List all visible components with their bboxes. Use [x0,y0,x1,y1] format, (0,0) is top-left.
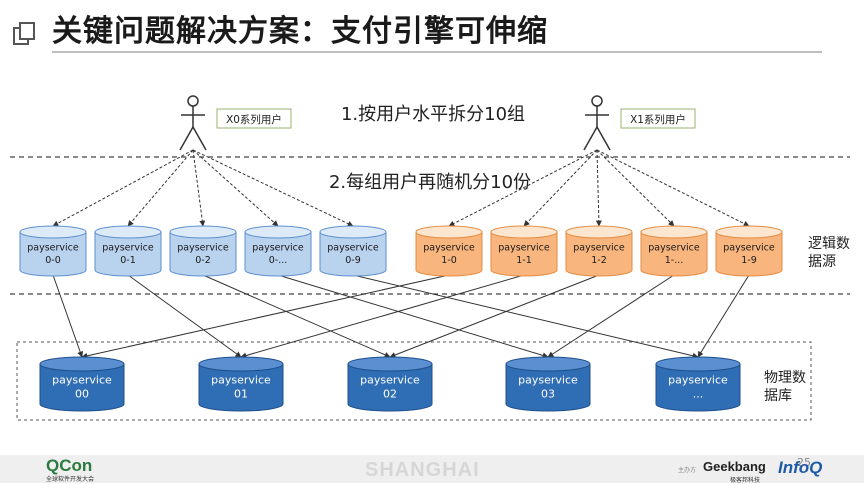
node-name-label: payservice [648,242,700,253]
title-divider [52,51,822,53]
user-x0-edge-4 [192,149,354,227]
node-name-label: payservice [177,242,229,253]
logical-db-0-...: payservice 0-... [244,225,312,277]
page-number: 25 [797,456,811,469]
qcon-subtitle: 全球软件开发大会 [46,476,95,483]
logical-db-0-0: payservice 0-0 [19,225,87,277]
mapping-edge-5 [81,274,450,359]
node-id-label: 1-9 [741,255,757,266]
node-id-label: 0-0 [45,255,61,266]
node-name-label: payservice [723,242,775,253]
user-x0-edge-1 [127,149,194,227]
logical-db-1-...: payservice 1-... [640,225,708,277]
node-name-label: payservice [252,242,304,253]
user-x1-edge-2 [595,149,602,227]
node-id-label: 1-... [665,255,684,266]
city-watermark: SHANGHAI [365,459,480,481]
footer-bar [0,455,864,483]
physical-db-frame [16,341,812,421]
user-x0-edge-3 [192,149,279,227]
mapping-edge-7 [389,274,600,358]
node-name-label: payservice [211,374,271,387]
copy-icon [12,20,38,46]
logical-db-0-9: payservice 0-9 [319,225,387,277]
physical-label-line2: 据库 [764,388,792,404]
user-x0-icon [179,95,207,151]
mapping-edge-1 [127,274,242,358]
node-name-label: payservice [360,374,420,387]
geekbang-subtitle: 极客邦科技 [730,477,761,484]
user-x0-label: X0系列用户 [226,113,282,126]
mapping-edge-0 [52,274,84,358]
physical-label-line1: 物理数 [764,370,806,386]
node-id-label: 1-0 [441,255,457,266]
node-id-label: 00 [75,388,89,401]
qcon-logo: QCon [46,456,93,475]
logical-db-0-2: payservice 0-2 [169,225,237,277]
user-x1-edge-3 [596,149,675,227]
node-name-label: payservice [573,242,625,253]
mapping-edge-4 [352,274,699,359]
node-name-label: payservice [498,242,550,253]
node-name-label: payservice [52,374,112,387]
user-x1-label: X1系列用户 [630,113,686,126]
user-x0-edge-0 [52,149,194,227]
user-x1-icon [583,95,611,151]
node-name-label: payservice [27,242,79,253]
node-id-label: 02 [383,388,397,401]
node-id-label: 0-... [269,255,288,266]
node-id-label: 03 [541,388,555,401]
logical-label-line1: 逻辑数 [808,236,850,252]
node-name-label: payservice [423,242,475,253]
user-x1-edge-4 [596,149,750,227]
node-name-label: payservice [327,242,379,253]
logical-label-line2: 据源 [808,254,836,270]
geekbang-logo: Geekbang [703,459,766,474]
node-id-label: 0-2 [195,255,211,266]
node-id-label: ... [693,388,704,401]
user-x1-edge-0 [448,149,598,227]
mapping-edge-8 [547,274,675,358]
node-name-label: payservice [518,374,578,387]
logical-db-1-9: payservice 1-9 [715,225,783,277]
mapping-edge-6 [240,274,525,359]
step1-text: 1.按用户水平拆分10组 [341,104,525,125]
node-id-label: 1-1 [516,255,532,266]
mapping-edge-3 [277,274,549,359]
logical-db-1-1: payservice 1-1 [490,225,558,277]
step2-text: 2.每组用户再随机分10份 [329,172,531,193]
logical-db-1-2: payservice 1-2 [565,225,633,277]
node-name-label: payservice [668,374,728,387]
infoq-logo: InfoQ [778,458,823,477]
user-x1-edge-1 [523,149,598,227]
node-id-label: 1-2 [591,255,607,266]
node-name-label: payservice [102,242,154,253]
slide-title: 关键问题解决方案：支付引擎可伸缩 [52,14,548,49]
sponsor-label: 主办方 [678,467,697,474]
mapping-edge-2 [202,274,391,358]
physical-db-...: payservice... [655,356,741,412]
node-id-label: 0-1 [120,255,136,266]
node-id-label: 0-9 [345,255,361,266]
mapping-edge-9 [697,274,750,358]
user-x0-edge-2 [192,149,206,227]
logical-db-0-1: payservice 0-1 [94,225,162,277]
node-id-label: 01 [234,388,248,401]
logical-db-1-0: payservice 1-0 [415,225,483,277]
